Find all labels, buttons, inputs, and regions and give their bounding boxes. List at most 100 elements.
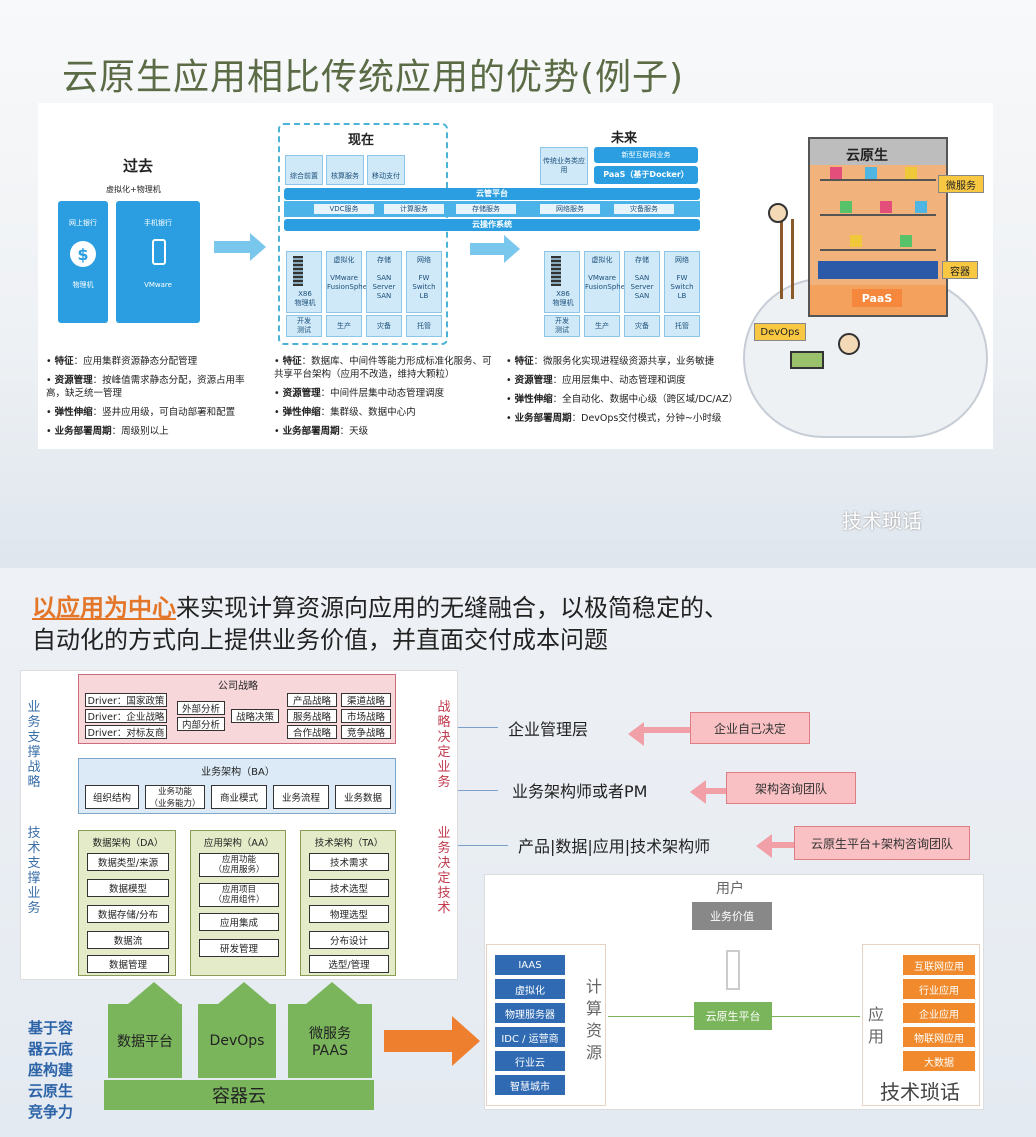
strategy-decision: 战略决策 xyxy=(231,709,279,723)
right-label-bottom: 业务决定技术 xyxy=(437,826,451,916)
illus-label-container: 容器 xyxy=(942,261,978,279)
app-item: 企业应用 xyxy=(902,1002,976,1024)
col-name: 网络 FW Switch LB xyxy=(670,256,694,300)
future-heading: 未来 xyxy=(611,131,638,146)
connector-line xyxy=(458,727,498,728)
ta-block: 技术架构（TA） 技术需求 技术选型 物理选型 分布设计 选型/管理 xyxy=(300,830,396,976)
connector-line xyxy=(458,845,508,846)
app-item: 行业应用 xyxy=(902,978,976,1000)
watermark: 技术琐话 xyxy=(842,509,922,533)
base-microservice-paas: 微服务 PAAS xyxy=(288,1004,372,1078)
server-icon xyxy=(293,256,303,286)
strategy-title: 公司战略 xyxy=(218,681,258,692)
ba-item: 业务数据 xyxy=(335,785,391,809)
now-frame xyxy=(278,123,448,345)
ta-title: 技术架构（TA） xyxy=(314,838,384,849)
illus-title: 云原生 xyxy=(846,148,888,164)
illus-label-paas: PaaS xyxy=(852,289,902,307)
layer-label-2: 业务架构师或者PM xyxy=(512,782,648,801)
ba-item: 业务流程 xyxy=(273,785,329,809)
cloud-platform-bar: 云管平台 xyxy=(284,188,700,200)
strategy-product: 产品战略 xyxy=(287,693,337,707)
analysis-internal: 内部分析 xyxy=(177,717,225,731)
col-name: 网络 FW Switch LB xyxy=(412,256,436,300)
arrow-left-icon xyxy=(756,834,772,858)
service-bar: VDC服务 计算服务 存储服务 网络服务 灾备服务 xyxy=(284,201,700,217)
title-highlight: 以应用为中心 xyxy=(32,594,176,622)
past-card-mobile-bank: 手机银行 VMware xyxy=(116,201,200,323)
future-app-traditional: 传统业务类应用 xyxy=(540,147,588,185)
env-prod: 生产 xyxy=(326,315,362,337)
app-group xyxy=(862,944,980,1106)
bullet: • 业务部署周期：DevOps交付模式，分钟~小时级 xyxy=(506,413,722,424)
past-heading: 过去 xyxy=(123,157,154,175)
aa-title: 应用架构（AA） xyxy=(203,838,275,849)
watermark: 技术琐话 xyxy=(880,1080,960,1104)
compute-item: 物理服务器 xyxy=(494,1002,566,1024)
arrow-head-icon xyxy=(504,235,520,263)
compute-item: 智慧城市 xyxy=(494,1074,566,1096)
bullet: • 资源管理：按峰值需求静态分配，资源占用率高，缺乏统一管理 xyxy=(46,375,245,399)
strategy-channel: 渠道战略 xyxy=(341,693,391,707)
compute-item: 行业云 xyxy=(494,1050,566,1072)
strategy-cooperation: 合作战略 xyxy=(287,725,337,739)
bullet: • 资源管理：应用层集中、动态管理和调度 xyxy=(506,375,686,386)
layer-label-1: 企业管理层 xyxy=(508,720,589,739)
left-label-bottom: 技术支撑业务 xyxy=(27,826,41,916)
da-item: 数据存储/分布 xyxy=(87,905,169,923)
col-x86: X86 物理机 xyxy=(286,251,322,313)
env-dr: 灾备 xyxy=(366,315,402,337)
now-heading: 现在 xyxy=(348,133,375,148)
svc-vdc: VDC服务 xyxy=(314,204,374,214)
ta-item: 技术需求 xyxy=(309,853,389,871)
strategy-block: 公司战略 Driver：国家政策 Driver：企业战略 Driver：对标友商… xyxy=(78,674,396,744)
up-arrow-icon xyxy=(306,982,358,1004)
app-item: 互联网应用 xyxy=(902,954,976,976)
right-label-top: 战略决定业务 xyxy=(437,700,451,790)
arrow-shaft xyxy=(770,842,794,848)
now-app-2: 核算服务 xyxy=(326,155,364,185)
up-arrow-icon xyxy=(726,950,740,990)
now-columns: X86 物理机 虚拟化 VMware FusionSphere 存储 SAN S… xyxy=(286,233,444,339)
aa-item: 研发管理 xyxy=(199,939,279,957)
arrow-left-icon xyxy=(628,722,644,746)
compute-item: 虚拟化 xyxy=(494,978,566,1000)
past-bullets: • 特征：应用集群资源静态分配管理 • 资源管理：按峰值需求静态分配，资源占用率… xyxy=(46,355,246,438)
arrow-right-icon xyxy=(214,241,252,253)
ba-item: 商业模式 xyxy=(211,785,267,809)
aa-item: 应用功能 （应用服务） xyxy=(199,853,279,877)
driver-peer: Driver：对标友商 xyxy=(85,725,167,739)
compute-item: IAAS xyxy=(494,954,566,976)
bullet: • 资源管理：中间件层集中动态管理调度 xyxy=(274,388,445,399)
col-virt: 虚拟化 VMware FusionSphere xyxy=(326,251,374,313)
arrow-right-icon xyxy=(452,1016,480,1066)
ba-block: 业务架构（BA） 组织结构 业务功能 （业务能力） 商业模式 业务流程 业务数据 xyxy=(78,758,396,814)
env-dr: 灾备 xyxy=(624,315,660,337)
aa-item: 应用项目 （应用组件） xyxy=(199,883,279,907)
server-icon xyxy=(551,256,561,286)
col-x86: X86 物理机 xyxy=(544,251,580,313)
phone-icon xyxy=(152,239,166,265)
now-app-1: 综合前置 xyxy=(285,155,323,185)
svc-storage: 存储服务 xyxy=(456,204,516,214)
col-name: 存储 SAN Server SAN xyxy=(372,256,396,300)
bullet: • 业务部署周期：周级别以上 xyxy=(46,426,169,437)
arrow-right-icon xyxy=(470,243,506,255)
da-item: 数据流 xyxy=(87,931,169,949)
ba-title: 业务架构（BA） xyxy=(201,767,275,778)
col-network: 网络 FW Switch LB xyxy=(664,251,700,313)
card-title: 网上银行 xyxy=(69,219,97,227)
env-prod: 生产 xyxy=(584,315,620,337)
worker-icon xyxy=(838,333,860,355)
ta-item: 分布设计 xyxy=(309,931,389,949)
svc-network: 网络服务 xyxy=(540,204,600,214)
wheelbarrow-icon xyxy=(790,351,824,369)
worker-icon xyxy=(768,203,788,223)
bullet: • 业务部署周期：天级 xyxy=(274,426,369,437)
col-virt: 虚拟化 VMware FusionSphere xyxy=(584,251,632,313)
ta-item: 技术选型 xyxy=(309,879,389,897)
up-arrow-icon xyxy=(128,982,180,1004)
now-app-3: 移动支付 xyxy=(367,155,405,185)
cloud-native-platform: 云原生平台 xyxy=(694,1002,772,1030)
layer-label-3: 产品|数据|应用|技术架构师 xyxy=(518,837,711,856)
